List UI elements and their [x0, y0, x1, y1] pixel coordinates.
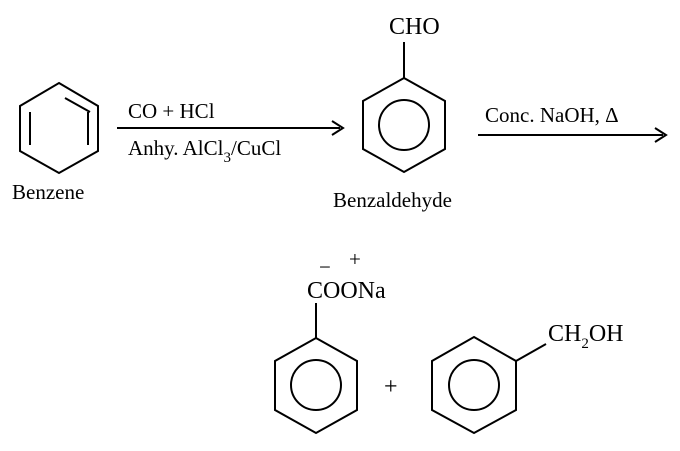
- sodium-benzoate-structure: [274, 303, 358, 435]
- reaction-arrow-2: [478, 127, 668, 143]
- product1-group: COONa: [307, 278, 386, 304]
- product2-group: CH2OH: [548, 321, 624, 352]
- cho-group: CHO: [389, 14, 440, 40]
- step1-reagent-below: Anhy. AlCl3/CuCl: [128, 136, 281, 166]
- step1-reagent-above: CO + HCl: [128, 99, 215, 123]
- step2-reagent-above: Conc. NaOH, Δ: [485, 103, 619, 127]
- reaction-arrow-1: [117, 120, 345, 136]
- benzene-label: Benzene: [12, 180, 84, 204]
- product1-plus-charge: +: [349, 247, 361, 271]
- benzaldehyde-structure: [362, 42, 446, 174]
- benzyl-alcohol-structure: [431, 335, 547, 435]
- plus-sign: +: [384, 374, 398, 400]
- benzaldehyde-label: Benzaldehyde: [333, 188, 452, 212]
- benzene-structure: [19, 81, 99, 175]
- product1-minus-charge: −: [319, 255, 331, 279]
